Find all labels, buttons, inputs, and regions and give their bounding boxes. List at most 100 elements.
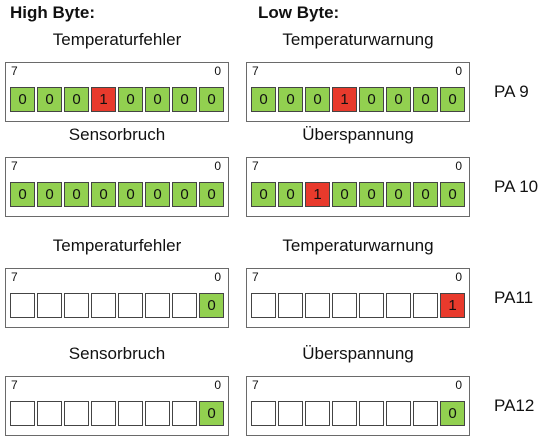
bit-cell: 0 bbox=[91, 182, 116, 207]
bit-cell bbox=[172, 401, 197, 426]
pa-label: PA12 bbox=[494, 396, 535, 415]
bit-cell: 0 bbox=[199, 182, 224, 207]
bit-cell: 0 bbox=[118, 182, 143, 207]
bit-cell bbox=[91, 401, 116, 426]
bit-cell: 0 bbox=[251, 182, 276, 207]
bit-cell: 0 bbox=[145, 87, 170, 112]
bit-cell bbox=[145, 401, 170, 426]
bit-cell bbox=[64, 293, 89, 318]
bit-cell bbox=[413, 401, 438, 426]
lsb-label: 0 bbox=[455, 378, 462, 392]
bit-cell: 0 bbox=[10, 182, 35, 207]
bit-cell bbox=[386, 401, 411, 426]
bit-cell: 0 bbox=[199, 293, 224, 318]
msb-label: 7 bbox=[11, 378, 18, 392]
bit-cell: 0 bbox=[145, 182, 170, 207]
lsb-label: 0 bbox=[455, 270, 462, 284]
bit-cell bbox=[278, 293, 303, 318]
bit-cell: 0 bbox=[359, 87, 384, 112]
bit-cell bbox=[386, 293, 411, 318]
lsb-label: 0 bbox=[214, 378, 221, 392]
bit-cell: 0 bbox=[413, 182, 438, 207]
low-byte-header: Low Byte: bbox=[258, 3, 340, 22]
bit-cell: 1 bbox=[91, 87, 116, 112]
high-byte-title: Temperaturfehler bbox=[52, 236, 182, 255]
high-byte-title: Temperaturfehler bbox=[52, 30, 182, 49]
bit-cell bbox=[10, 293, 35, 318]
bit-cell: 0 bbox=[118, 87, 143, 112]
bit-cell bbox=[118, 293, 143, 318]
msb-label: 7 bbox=[252, 270, 259, 284]
bit-cell: 0 bbox=[172, 87, 197, 112]
bit-cell: 0 bbox=[10, 87, 35, 112]
bit-cell: 0 bbox=[332, 182, 357, 207]
lsb-label: 0 bbox=[455, 64, 462, 78]
bit-cell: 1 bbox=[440, 293, 465, 318]
bit-cell: 0 bbox=[37, 182, 62, 207]
bit-cell: 0 bbox=[413, 87, 438, 112]
high-byte-header: High Byte: bbox=[10, 3, 95, 22]
lsb-label: 0 bbox=[214, 159, 221, 173]
bit-cells: 0 bbox=[10, 293, 226, 318]
bit-cell: 0 bbox=[386, 87, 411, 112]
bit-cell: 0 bbox=[440, 182, 465, 207]
bit-cell: 0 bbox=[251, 87, 276, 112]
msb-label: 7 bbox=[11, 270, 18, 284]
low-byte-title: Überspannung bbox=[302, 344, 414, 363]
bit-cell: 0 bbox=[199, 87, 224, 112]
bit-cell bbox=[278, 401, 303, 426]
bit-cell bbox=[10, 401, 35, 426]
high-byte-title: Sensorbruch bbox=[68, 344, 166, 363]
bit-cell bbox=[172, 293, 197, 318]
lsb-label: 0 bbox=[214, 270, 221, 284]
low-byte-register: 7 0 1 bbox=[246, 268, 470, 328]
bit-cell: 0 bbox=[37, 87, 62, 112]
bit-cell: 1 bbox=[305, 182, 330, 207]
bit-cell: 0 bbox=[278, 87, 303, 112]
bit-cell bbox=[332, 293, 357, 318]
bit-cell bbox=[251, 401, 276, 426]
bit-cell bbox=[37, 293, 62, 318]
pa-label: PA 9 bbox=[494, 82, 529, 101]
bit-cell bbox=[64, 401, 89, 426]
msb-label: 7 bbox=[252, 378, 259, 392]
bit-cells: 0 bbox=[251, 401, 467, 426]
bit-cell: 0 bbox=[64, 182, 89, 207]
bit-cell: 0 bbox=[440, 401, 465, 426]
bit-cell bbox=[305, 401, 330, 426]
low-byte-title: Überspannung bbox=[302, 125, 414, 144]
high-byte-register: 7 0 0 bbox=[5, 268, 229, 328]
bit-cell: 0 bbox=[199, 401, 224, 426]
bit-cells: 0 bbox=[10, 401, 226, 426]
bit-cell: 0 bbox=[172, 182, 197, 207]
lsb-label: 0 bbox=[214, 64, 221, 78]
low-byte-title: Temperaturwarnung bbox=[282, 236, 434, 255]
bit-cell: 0 bbox=[305, 87, 330, 112]
high-byte-title: Sensorbruch bbox=[68, 125, 166, 144]
lsb-label: 0 bbox=[455, 159, 462, 173]
bit-cell: 0 bbox=[359, 182, 384, 207]
high-byte-register: 7 0 0 bbox=[5, 376, 229, 436]
low-byte-title: Temperaturwarnung bbox=[282, 30, 434, 49]
bit-cell bbox=[359, 401, 384, 426]
msb-label: 7 bbox=[11, 159, 18, 173]
bit-cell bbox=[305, 293, 330, 318]
bit-cell bbox=[91, 293, 116, 318]
bit-cell bbox=[413, 293, 438, 318]
bit-cell bbox=[251, 293, 276, 318]
bit-cell: 0 bbox=[440, 87, 465, 112]
low-byte-register: 7 0 0 bbox=[246, 376, 470, 436]
bit-cell: 0 bbox=[386, 182, 411, 207]
pa-label: PA 10 bbox=[494, 177, 539, 196]
pa-label: PA11 bbox=[494, 288, 534, 307]
bit-cell: 1 bbox=[332, 87, 357, 112]
bit-cell bbox=[359, 293, 384, 318]
bit-cell bbox=[118, 401, 143, 426]
